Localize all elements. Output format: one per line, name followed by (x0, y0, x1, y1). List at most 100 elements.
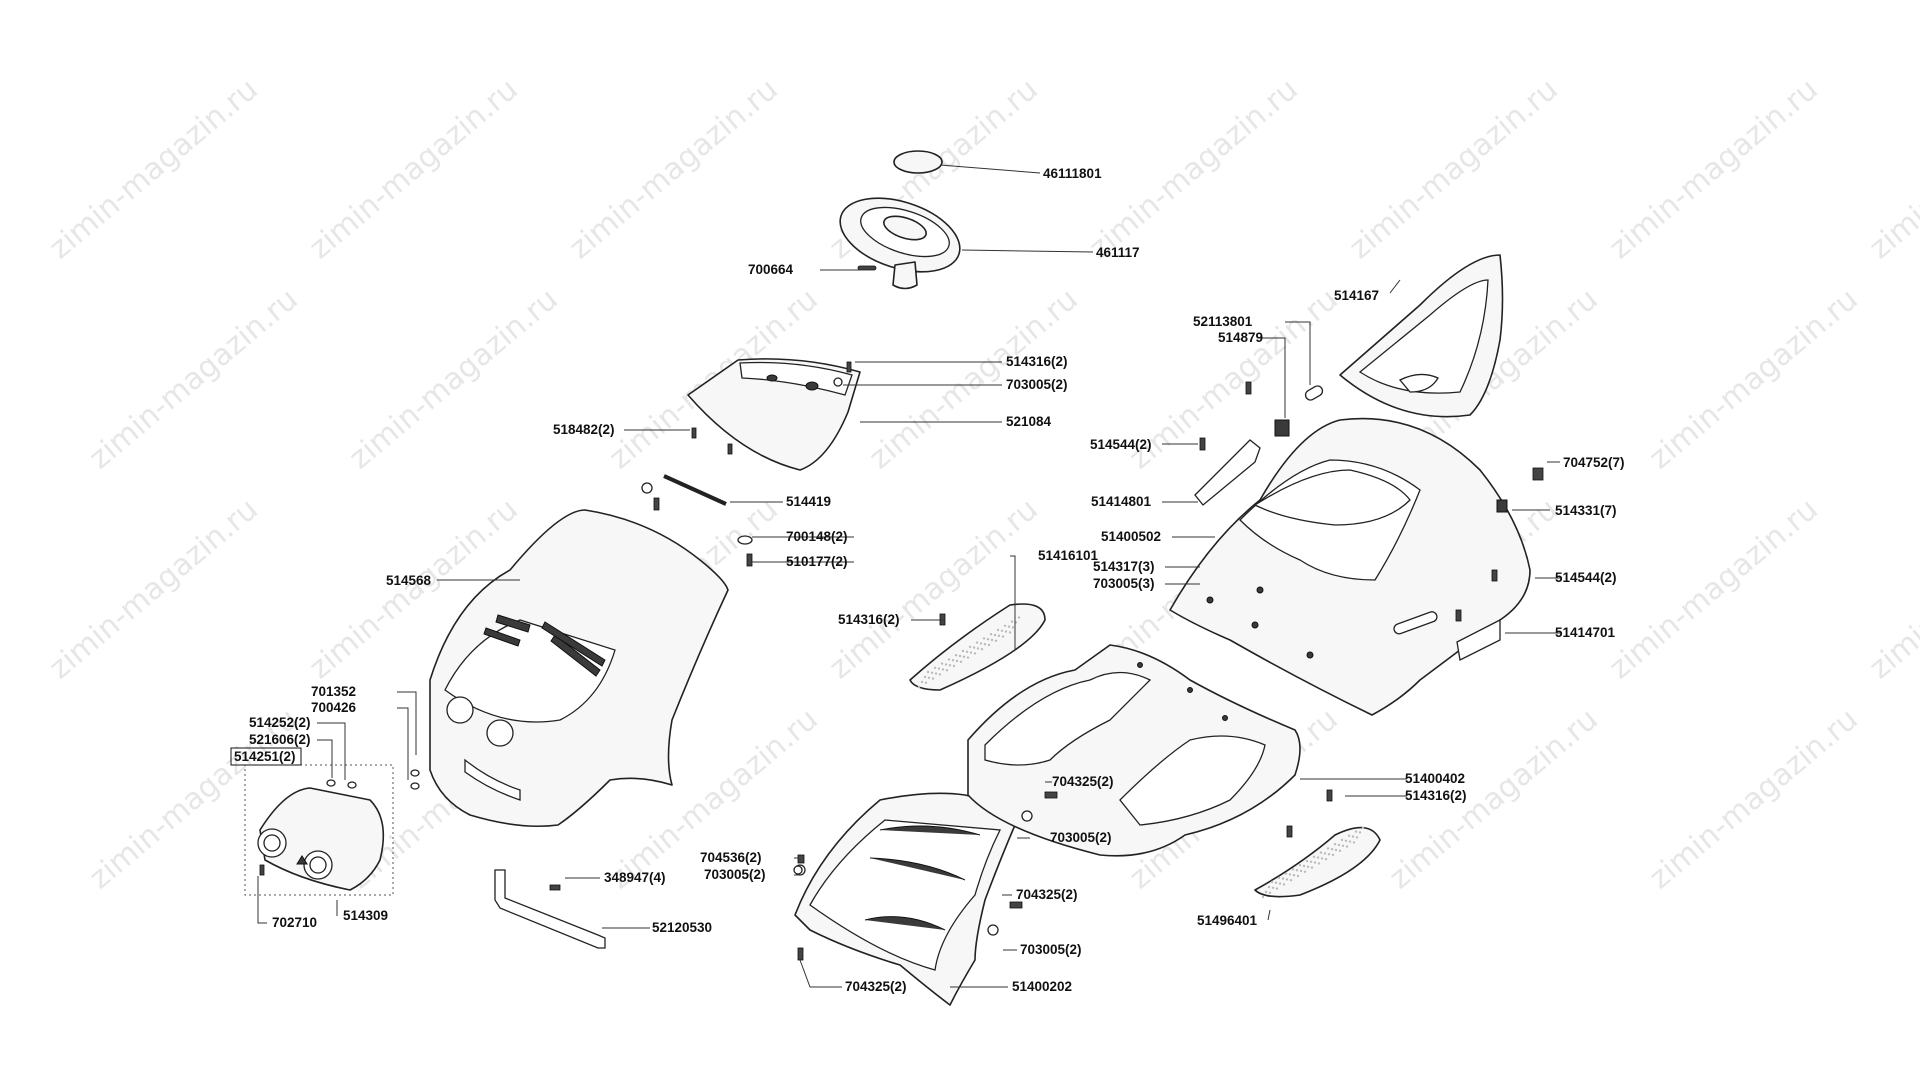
part-label[interactable]: 704536(2) (700, 850, 762, 865)
perforation-dot (1288, 873, 1292, 876)
perforation-dot (1270, 880, 1274, 884)
perforation-dot (952, 664, 956, 668)
perforation-dot (959, 660, 963, 663)
perforation-dot (1305, 859, 1309, 863)
part-label[interactable]: 51496401 (1197, 913, 1258, 928)
part-label[interactable]: 700426 (311, 700, 357, 715)
perforation-dot (1289, 879, 1293, 882)
part-label[interactable]: 703005(2) (704, 867, 766, 882)
part-label[interactable]: 521606(2) (249, 732, 311, 747)
perforation-dot (968, 645, 972, 648)
perforation-dot (1285, 878, 1289, 881)
part-label[interactable]: 514544(2) (1555, 570, 1617, 585)
perforation-dot (1334, 848, 1338, 852)
footrest-left-drawing (909, 603, 1046, 691)
part-label[interactable]: 704325(2) (1016, 887, 1078, 902)
part-label[interactable]: 51400402 (1405, 771, 1465, 786)
perforation-dot (1282, 883, 1286, 886)
perforation-dot (1348, 840, 1352, 843)
part-label[interactable]: 704325(2) (845, 979, 907, 994)
part-label[interactable]: 51400202 (1012, 979, 1072, 994)
perforation-dot (989, 633, 993, 636)
part-label[interactable]: 514544(2) (1090, 437, 1152, 452)
part-label[interactable]: 703005(2) (1020, 942, 1082, 957)
highlight-box (230, 747, 302, 766)
part-label[interactable]: 514316(2) (1006, 354, 1068, 369)
part-label[interactable]: 52120530 (652, 920, 712, 935)
part-label[interactable]: 52113801 (1193, 314, 1253, 329)
part-label[interactable]: 514879 (1218, 330, 1263, 345)
part-label[interactable]: 51414801 (1091, 494, 1152, 509)
part-number-labels: 46111801 461117 700664 514167 52113801 5… (230, 166, 1625, 994)
perforation-dot (1017, 616, 1021, 619)
watermark-text: zimin-magazin.ru (563, 72, 785, 266)
part-label[interactable]: 514251(2) (234, 749, 296, 764)
part-label[interactable]: 702710 (272, 915, 317, 930)
part-label[interactable]: 514167 (1334, 288, 1379, 303)
perforation-dot (1312, 855, 1316, 858)
perforation-dot (983, 643, 987, 646)
part-label[interactable]: 704752(7) (1563, 455, 1625, 470)
perforation-dot (927, 676, 931, 679)
part-label[interactable]: 51400502 (1101, 529, 1161, 544)
perforation-dot (969, 651, 973, 654)
part-label[interactable]: 703005(2) (1006, 377, 1068, 392)
perforation-dot (931, 677, 935, 680)
part-label[interactable]: 704325(2) (1052, 774, 1114, 789)
perforation-dot (930, 671, 934, 674)
perforation-dot (1361, 826, 1365, 829)
part-label[interactable]: 510177(2) (786, 554, 848, 569)
part-label[interactable]: 521084 (1006, 414, 1052, 429)
part-label[interactable]: 51416101 (1038, 548, 1099, 563)
perforation-dot (1274, 881, 1278, 884)
part-label[interactable]: 514568 (386, 573, 432, 588)
perforation-dot (1345, 845, 1349, 848)
part-label[interactable]: 514317(3) (1093, 559, 1155, 574)
perforation-dot (1292, 874, 1296, 877)
perforation-dot (1003, 624, 1007, 627)
watermark-text: zimin-magazin.ru (43, 492, 265, 686)
perforation-dot (1317, 862, 1321, 865)
perforation-dot (961, 649, 965, 653)
seat-drawing (1339, 254, 1504, 418)
part-label[interactable]: 514316(2) (838, 612, 900, 627)
rod-drawing (663, 474, 727, 506)
watermark-text: zimin-magazin.ru (303, 72, 525, 266)
watermark-text: zimin-magazin.ru (43, 72, 265, 266)
fender-drawing (967, 644, 1301, 857)
part-label[interactable]: 518482(2) (553, 422, 615, 437)
perforation-dot (1299, 869, 1303, 873)
part-label[interactable]: 348947(4) (604, 870, 666, 885)
perforation-dot (1316, 856, 1320, 859)
part-label[interactable]: 46111801 (1043, 166, 1102, 181)
hood-drawing (429, 509, 729, 828)
perforation-dot (987, 643, 991, 647)
part-label[interactable]: 700664 (748, 262, 794, 277)
bracket-drawing (494, 869, 606, 949)
part-label[interactable]: 514331(7) (1555, 503, 1617, 518)
perforation-dot (1291, 868, 1295, 871)
watermark-text: zimin-magazin.ru (1343, 72, 1565, 266)
perforation-dot (934, 672, 938, 675)
part-label[interactable]: 514419 (786, 494, 831, 509)
part-label[interactable]: 514309 (343, 908, 388, 923)
part-label[interactable]: 461117 (1096, 245, 1140, 260)
perforation-dot (1000, 629, 1004, 632)
perforation-dot (951, 659, 955, 662)
perforation-dot (926, 670, 930, 674)
part-label[interactable]: 514316(2) (1405, 788, 1467, 803)
part-label[interactable]: 701352 (311, 684, 356, 699)
part-label[interactable]: 514252(2) (249, 715, 311, 730)
perforation-dot (1333, 843, 1337, 846)
perforation-dot (1355, 836, 1359, 839)
perforation-dot (1302, 864, 1306, 868)
part-label[interactable]: 703005(3) (1093, 576, 1155, 591)
perforation-dot (997, 634, 1001, 637)
perforation-dot (917, 685, 921, 689)
perforation-dot (1277, 876, 1281, 879)
part-label[interactable]: 51414701 (1555, 625, 1616, 640)
part-label[interactable]: 703005(2) (1050, 830, 1112, 845)
perforation-dot (947, 658, 951, 661)
part-label[interactable]: 700148(2) (786, 529, 848, 544)
watermark-text: zimin-magazin.ru (1603, 492, 1825, 686)
